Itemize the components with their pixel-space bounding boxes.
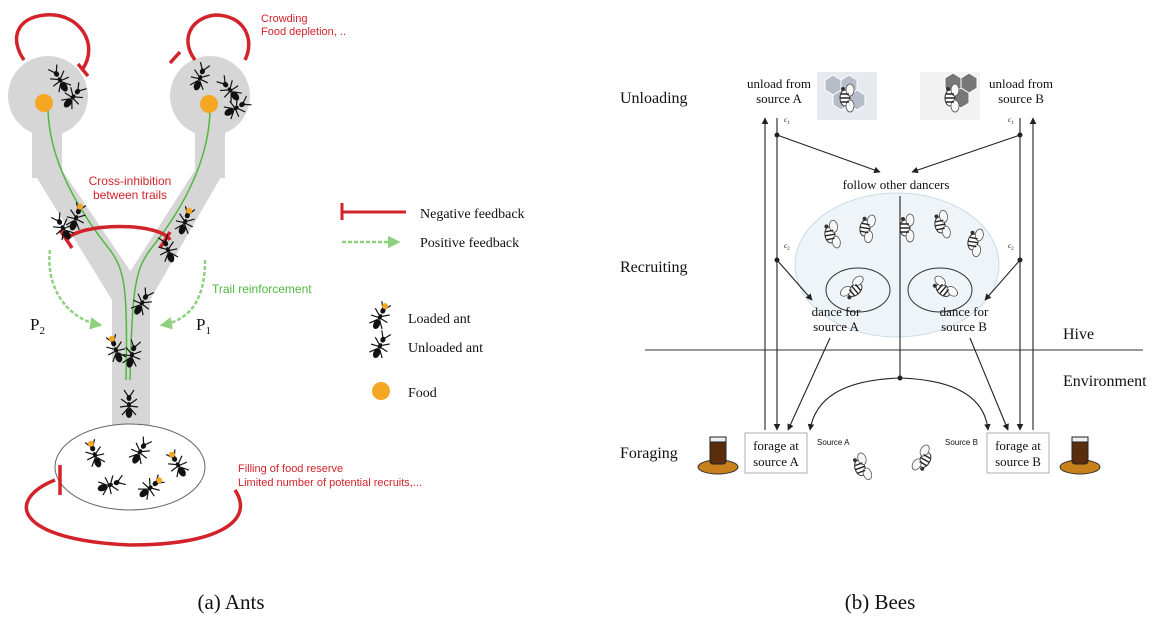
label-c2-right: c2 — [1008, 242, 1014, 252]
legend-unloaded-ant: Unloaded ant — [408, 341, 483, 356]
stage-unloading: Unloading — [620, 90, 688, 107]
ants-legend: Negative feedback Positive feedback Load… — [340, 203, 525, 401]
node-forage-a-line1: forage at — [753, 438, 799, 453]
annotation-crowding: Crowding — [261, 13, 307, 25]
bee-icon — [849, 451, 874, 484]
annotation-between-trails: between trails — [93, 188, 167, 202]
node-unload-b-line1: unload from — [989, 76, 1053, 91]
node-dance-a-line1: dance for — [812, 304, 861, 319]
legend-loaded-ant: Loaded ant — [408, 312, 471, 327]
stage-foraging: Foraging — [620, 445, 678, 462]
annotation-trail-reinforcement: Trail reinforcement — [212, 282, 312, 296]
node-forage-a-line2: source A — [753, 454, 799, 469]
pheromone-trails — [47, 99, 211, 381]
stage-recruiting: Recruiting — [620, 259, 688, 276]
forage-box-a — [744, 432, 808, 474]
caption-ants: (a) Ants — [197, 590, 264, 614]
caption-bees: (b) Bees — [845, 590, 916, 614]
ants-panel: Crowding Food depletion, .. Cross-inhibi… — [8, 13, 525, 547]
node-dance-a-line2: source A — [813, 319, 859, 334]
annotation-food-depletion: Food depletion, .. — [261, 26, 346, 38]
node-forage-b-line2: source B — [995, 454, 1041, 469]
label-c2-left: c2 — [784, 242, 790, 252]
label-p1: P1 — [196, 315, 211, 337]
node-unload-a-line1: unload from — [747, 76, 811, 91]
node-dance-b-line2: source B — [941, 319, 987, 334]
junction-dot — [774, 257, 780, 263]
trail-network — [8, 56, 250, 430]
unloaded-ant-icon — [365, 328, 396, 363]
nest — [54, 423, 206, 511]
junction-dot — [1017, 132, 1023, 138]
annotation-limited-recruits: Limited number of potential recruits,... — [238, 477, 422, 489]
bees-panel: Unloading Recruiting Foraging Hive Envir… — [620, 72, 1147, 484]
negative-feedback-loops — [14, 13, 251, 547]
loaded-ant-icon — [366, 300, 394, 333]
bee-icon — [909, 442, 938, 476]
node-follow-dancers: follow other dancers — [843, 177, 950, 192]
legend-positive-feedback: Positive feedback — [420, 236, 519, 251]
node-dance-b-line1: dance for — [940, 304, 989, 319]
annotation-cross-inhibition: Cross-inhibition — [89, 174, 172, 188]
junction-dot — [1017, 257, 1023, 263]
negative-feedback-icon — [340, 203, 406, 220]
forage-box-b — [986, 432, 1050, 474]
legend-negative-feedback: Negative feedback — [420, 207, 525, 222]
feeder-b-icon — [1059, 436, 1101, 475]
annotation-filling: Filling of food reserve — [238, 463, 343, 475]
label-source-a: Source A — [817, 438, 850, 447]
zone-environment: Environment — [1063, 373, 1147, 390]
label-p2: P2 — [30, 315, 45, 337]
feeder-a-icon — [697, 436, 739, 475]
legend-food: Food — [408, 386, 437, 401]
label-c1-left: c1 — [784, 116, 790, 126]
flow-arrows — [761, 117, 1037, 431]
waggle-loop-a — [825, 267, 891, 313]
zone-hive: Hive — [1063, 326, 1094, 343]
node-unload-b-line2: source B — [998, 91, 1044, 106]
label-c1-right: c1 — [1008, 116, 1014, 126]
node-unload-a-line2: source A — [756, 91, 802, 106]
honeycomb-a — [817, 72, 877, 120]
label-source-b: Source B — [945, 438, 978, 447]
junction-dot — [774, 132, 780, 138]
node-forage-b-line1: forage at — [995, 438, 1041, 453]
positive-feedback-arrows — [48, 249, 207, 330]
junction-dot — [897, 375, 903, 381]
waggle-loop-b — [907, 267, 973, 313]
food-marker — [200, 95, 218, 113]
honeycomb-b — [920, 72, 980, 120]
food-marker — [35, 94, 53, 112]
food-icon — [372, 382, 390, 400]
